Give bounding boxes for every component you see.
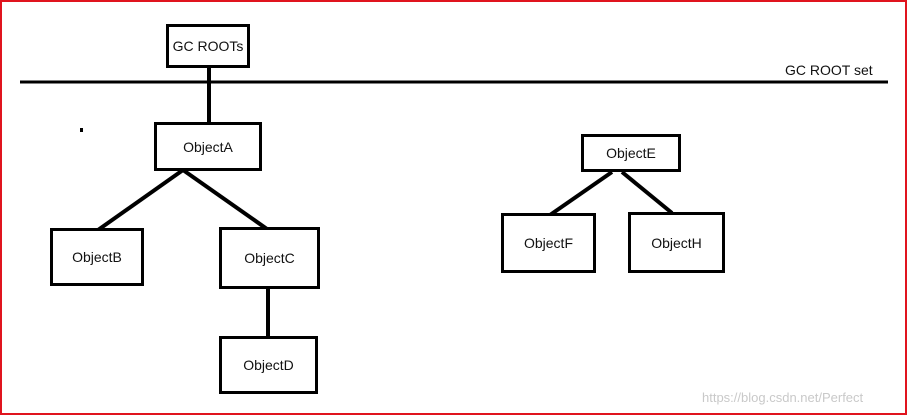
node-object-e: ObjectE bbox=[581, 134, 681, 172]
edge-objecte-objectf bbox=[548, 170, 614, 217]
stray-dot bbox=[80, 128, 83, 132]
root-set-label: GC ROOT set bbox=[785, 62, 873, 78]
node-object-a: ObjectA bbox=[154, 122, 262, 171]
edge-objecta-objectc bbox=[181, 168, 269, 231]
node-object-d: ObjectD bbox=[219, 336, 318, 394]
watermark: https://blog.csdn.net/Perfect bbox=[702, 390, 864, 405]
node-gc-roots: GC ROOTs bbox=[166, 24, 250, 68]
edge-objecte-objecth bbox=[620, 170, 674, 215]
node-object-c: ObjectC bbox=[219, 227, 320, 289]
edge-objecta-objectb bbox=[96, 168, 185, 232]
node-object-h: ObjectH bbox=[628, 212, 725, 273]
node-object-b: ObjectB bbox=[50, 228, 144, 286]
node-object-f: ObjectF bbox=[501, 213, 596, 273]
